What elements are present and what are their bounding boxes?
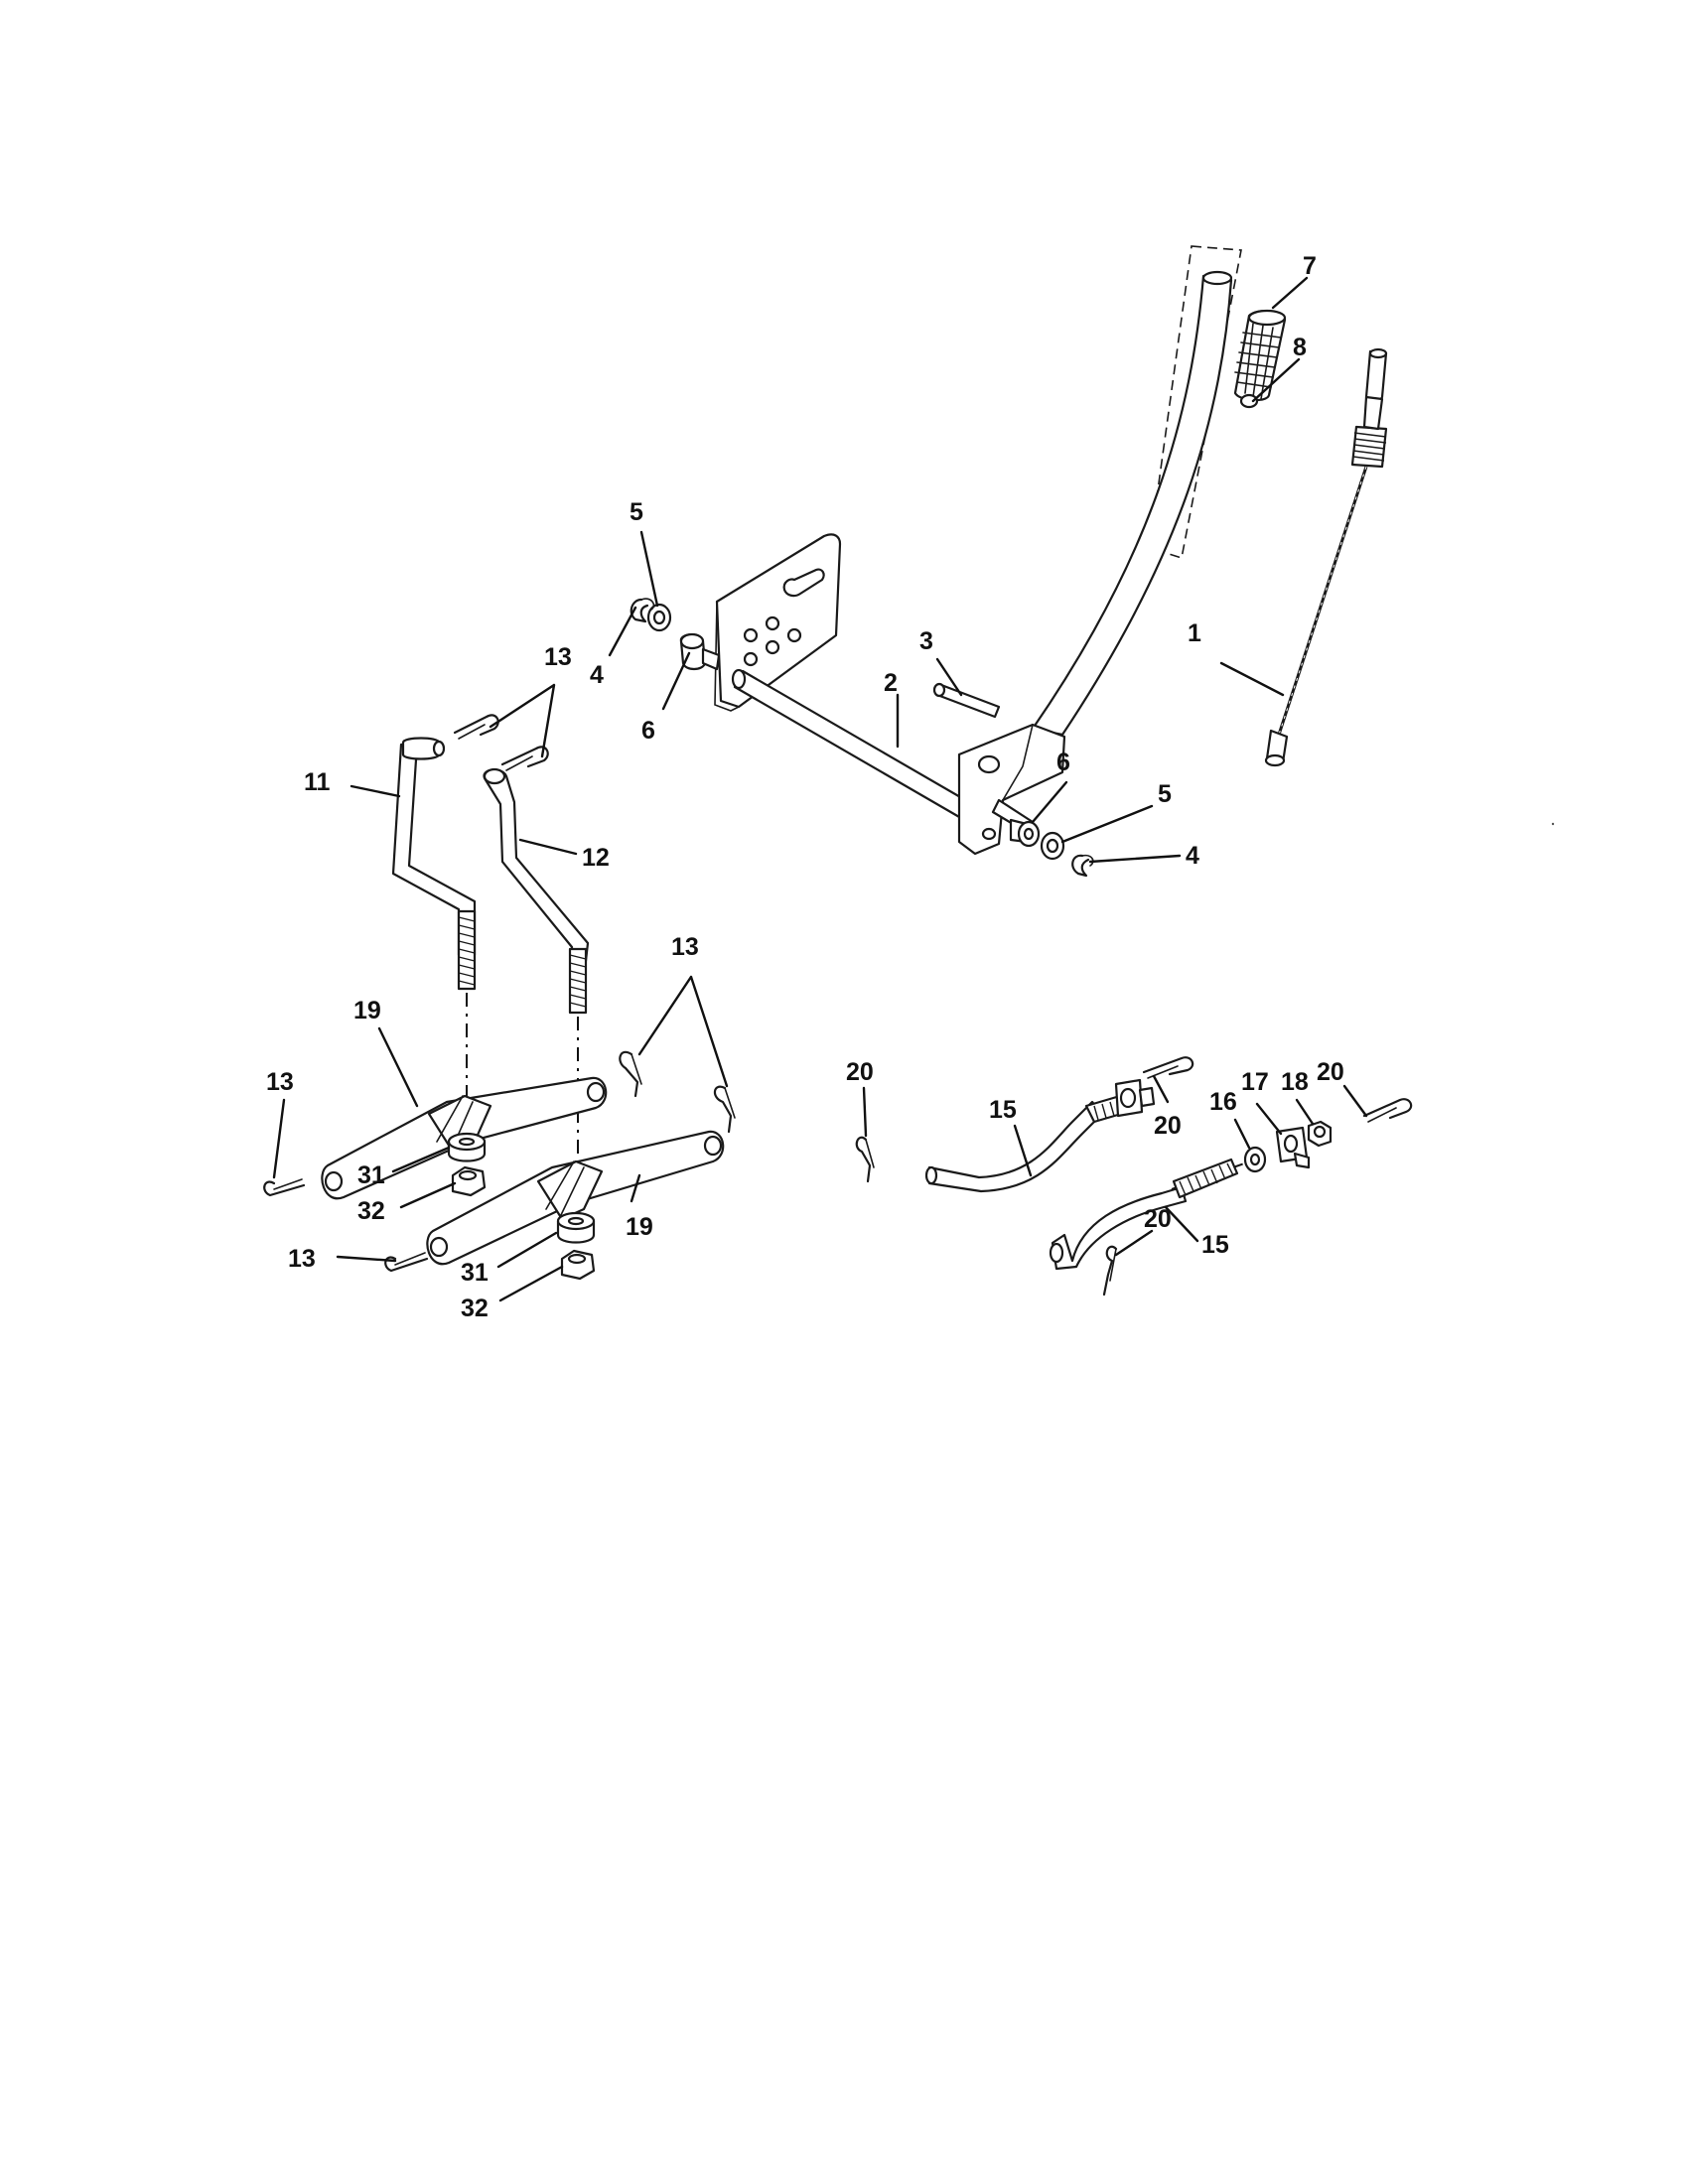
callout-13-left: 13 [266,1068,294,1096]
right-washer-5 [1040,831,1065,861]
callout-20-b: 20 [1154,1112,1182,1140]
callout-13-upper: 13 [544,643,572,671]
pin-3 [932,682,1001,719]
spacer-31-lower [556,1211,596,1244]
hairpin-clip-13-upper-b [500,746,549,771]
hairpin-clip-20-c [1362,1098,1413,1123]
washer-16 [1243,1146,1267,1173]
callout-5-left: 5 [630,498,643,526]
hairpin-clip-20-b [1142,1056,1194,1079]
callout-18: 18 [1281,1068,1309,1096]
right-bushing-6 [1009,818,1041,848]
callout-11: 11 [304,768,331,796]
grip-cap [1239,393,1259,409]
nut-32-lower [560,1249,596,1281]
lift-cable-assembly [1264,347,1388,767]
leader-lines [272,276,1368,1302]
deck-rod-15-lower [1049,1158,1239,1271]
hairpin-clip-20-a [855,1136,875,1183]
callout-19-upper: 19 [353,997,381,1024]
callout-31-upper: 31 [357,1161,385,1189]
callout-20-c: 20 [1317,1058,1344,1086]
callout-4-left: 4 [590,661,604,689]
callout-3: 3 [919,627,933,655]
left-clip-4 [630,598,655,623]
mounting-plate [714,533,842,712]
scan-speck [1551,822,1555,826]
callout-20-d: 20 [1144,1205,1172,1233]
callout-6-left: 6 [641,717,655,745]
hairpin-clip-13-arm-b [713,1085,736,1134]
nut-32-upper [451,1165,487,1197]
lift-handle [1031,270,1233,737]
callout-13-arm: 13 [671,933,699,961]
lift-link-12 [483,767,590,1015]
handle-grip [1233,309,1287,402]
hairpin-clip-13-left [263,1178,306,1197]
callout-31-lower: 31 [461,1259,489,1287]
hairpin-clip-13-upper-a [453,714,499,740]
callout-1: 1 [1188,619,1201,647]
lift-handle-phantom [1149,245,1242,560]
hairpin-clip-13-bottom [384,1252,429,1273]
left-washer-5 [646,603,672,632]
callout-13-bottom: 13 [288,1245,316,1273]
lift-arm-19-lower [426,1130,725,1266]
spacer-31-upper [447,1132,487,1162]
callout-12: 12 [582,844,610,872]
callout-32-lower: 32 [461,1295,489,1322]
callout-5-right: 5 [1158,780,1172,808]
callout-6-right: 6 [1056,749,1070,776]
nut-18 [1307,1120,1333,1148]
hairpin-clip-13-arm-a [619,1050,642,1098]
callout-labels: 1 2 3 4 4 5 5 6 6 7 8 11 12 13 13 13 13 … [266,252,1344,1322]
callout-4-right: 4 [1186,842,1199,870]
hairpin-clip-20-d [1102,1245,1118,1297]
callout-19-lower: 19 [626,1213,653,1241]
left-bushing-6 [679,632,721,671]
lift-link-11 [391,737,477,991]
callout-17: 17 [1241,1068,1269,1096]
right-clip-4 [1071,854,1094,878]
callout-8: 8 [1293,334,1307,361]
callout-32-upper: 32 [357,1197,385,1225]
deck-rod-15-upper [924,1078,1156,1193]
callout-7: 7 [1303,252,1317,280]
callout-15-lower: 15 [1201,1231,1229,1259]
callout-2: 2 [884,669,898,697]
callout-15-upper: 15 [989,1096,1017,1124]
callout-20-a: 20 [846,1058,874,1086]
adjuster-block-17 [1275,1126,1311,1169]
callout-16: 16 [1209,1088,1237,1116]
